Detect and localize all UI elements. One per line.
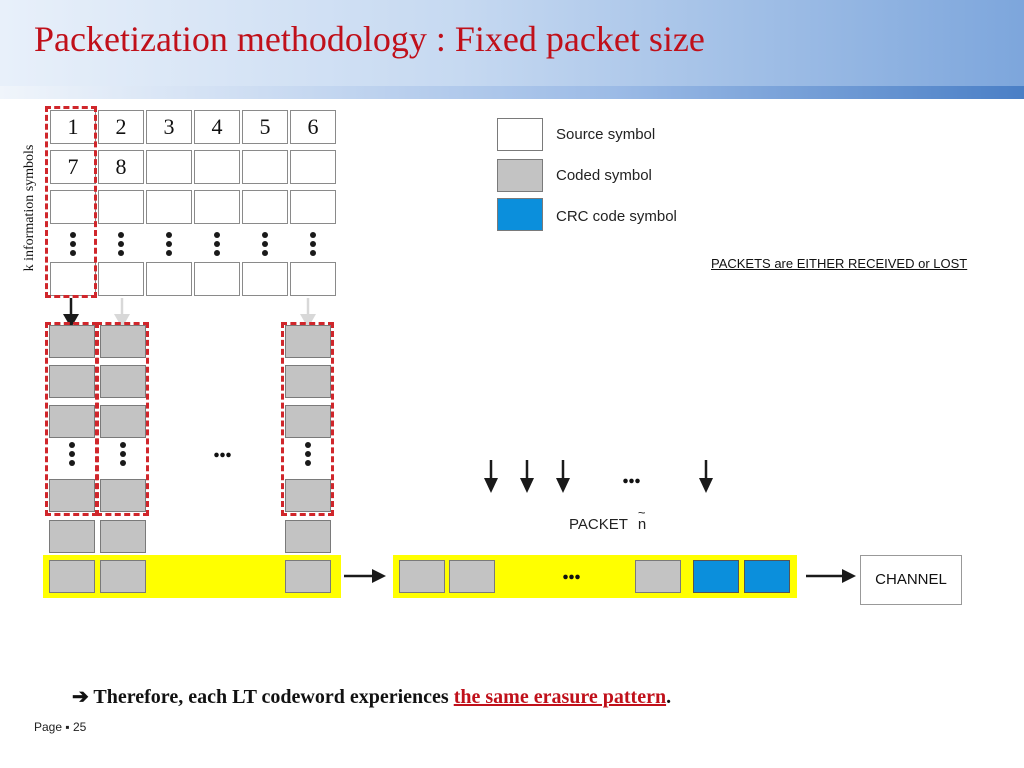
down-arrow-black (63, 298, 79, 328)
matrix-cell (290, 150, 336, 184)
arrow-icon: ➔ (72, 686, 89, 708)
matrix-cell: 6 (290, 110, 336, 144)
matrix-cell (98, 262, 144, 296)
packet-label: PACKET ~ n (569, 505, 647, 533)
legend-swatch-coded (497, 159, 543, 192)
coded-cell (49, 405, 95, 438)
down-arrow-grey (300, 298, 316, 328)
legend-label-source: Source symbol (556, 126, 656, 143)
packet-down-arrow (556, 460, 570, 493)
matrix-cell (194, 190, 240, 224)
matrix-cell (242, 262, 288, 296)
down-arrow-grey (114, 298, 130, 328)
right-arrow (344, 569, 386, 583)
coded-cell (49, 325, 95, 358)
matrix-cell (98, 190, 144, 224)
matrix-cell (146, 150, 192, 184)
column-dashed-outline (45, 322, 98, 516)
arrows-ellipsis: ... (622, 459, 641, 490)
coded-cell (285, 520, 331, 553)
coded-cell (49, 520, 95, 553)
packet-down-arrow (484, 460, 498, 493)
crc-cell (744, 560, 790, 593)
matrix-cell: 2 (98, 110, 144, 144)
matrix-cell (146, 262, 192, 296)
coded-cell (100, 325, 146, 358)
coded-cell (285, 560, 331, 593)
packets-note: PACKETS are EITHER RECEIVED or LOST (711, 256, 968, 271)
coded-cell (285, 365, 331, 398)
conclusion-prefix: Therefore, each LT codeword experiences (93, 686, 449, 708)
packet-count-var: n (637, 516, 647, 533)
conclusion-line: ➔ Therefore, each LT codeword experience… (72, 684, 671, 709)
column-dashed-outline (45, 106, 97, 298)
coded-cell (49, 365, 95, 398)
vertical-dots (117, 232, 125, 259)
vertical-dots (304, 442, 312, 469)
coded-cell (449, 560, 495, 593)
legend-label-crc: CRC code symbol (556, 208, 677, 225)
column-dashed-outline (281, 322, 334, 516)
matrix-cell: 5 (242, 110, 288, 144)
coded-cell (285, 405, 331, 438)
coded-cell (49, 560, 95, 593)
coded-cell (49, 479, 95, 512)
coded-cell (100, 560, 146, 593)
legend-swatch-source (497, 118, 543, 151)
page-number: 25 (72, 720, 87, 734)
conclusion-suffix: . (666, 686, 672, 708)
columns-ellipsis: ... (213, 433, 232, 464)
header-band (0, 0, 1024, 86)
coded-cell (100, 365, 146, 398)
matrix-cell (290, 262, 336, 296)
matrix-cell (290, 190, 336, 224)
vertical-dots (119, 442, 127, 469)
legend-label-coded: Coded symbol (556, 167, 652, 184)
slide-title: Packetization methodology : Fixed packet… (34, 19, 705, 59)
coded-cell (285, 479, 331, 512)
matrix-cell: 4 (194, 110, 240, 144)
vertical-dots (261, 232, 269, 259)
coded-cell (285, 325, 331, 358)
vertical-dots (68, 442, 76, 469)
channel-box: CHANNEL (860, 555, 962, 605)
coded-cell (635, 560, 681, 593)
column-dashed-outline (96, 322, 149, 516)
matrix-cell: 7 (50, 150, 96, 184)
matrix-cell: 3 (146, 110, 192, 144)
page-footer: Page ▪ 25 (34, 720, 87, 734)
vertical-dots (165, 232, 173, 259)
matrix-cell (194, 262, 240, 296)
coded-cell (100, 405, 146, 438)
matrix-cell (194, 150, 240, 184)
matrix-cell (146, 190, 192, 224)
tilde-mark: ~ (637, 505, 646, 520)
coded-cell (399, 560, 445, 593)
vertical-dots (213, 232, 221, 259)
packet-down-arrow (699, 460, 713, 493)
packet-down-arrow (520, 460, 534, 493)
matrix-cell (242, 190, 288, 224)
coded-cell (100, 520, 146, 553)
right-arrow (806, 569, 856, 583)
matrix-cell: 8 (98, 150, 144, 184)
crc-cell (693, 560, 739, 593)
vertical-dots (69, 232, 77, 259)
conclusion-highlight: the same erasure pattern (453, 686, 667, 708)
header-strip (0, 86, 1024, 99)
coded-cell (100, 479, 146, 512)
legend-swatch-crc (497, 198, 543, 231)
matrix-cell (242, 150, 288, 184)
packet-ellipsis: ... (562, 555, 581, 586)
matrix-cell (50, 190, 96, 224)
vertical-dots (309, 232, 317, 259)
